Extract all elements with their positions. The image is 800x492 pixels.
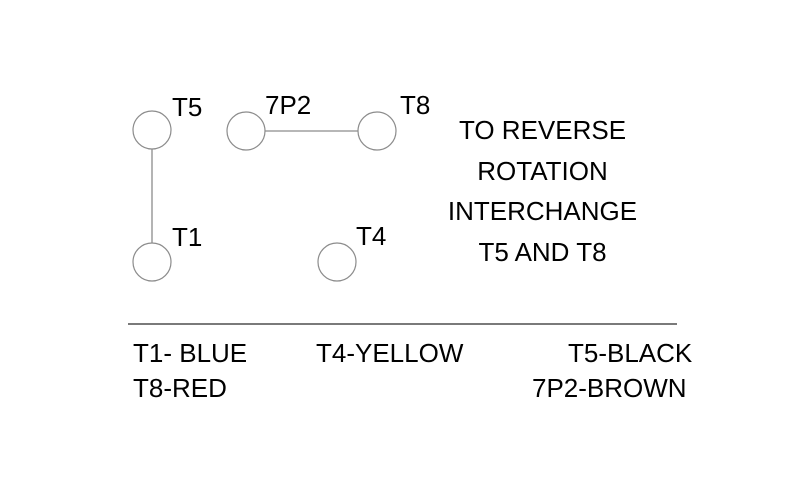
terminal-label-7p2: 7P2 (265, 90, 312, 120)
note-line-4: T5 AND T8 (478, 236, 607, 267)
legend-entry-t4-yellow: T4-YELLOW (316, 338, 464, 368)
terminal-circle-t5 (132, 110, 172, 150)
note-line-2: ROTATION (477, 155, 608, 186)
note-line-1: TO REVERSE (458, 115, 627, 145)
legend-entry-7p2-brown: 7P2-BROWN (532, 373, 687, 403)
terminal-label-t1: T1 (172, 222, 203, 252)
legend-entry-t8-red: T8-RED (133, 373, 227, 403)
legend-entry-t1-blue: T1- BLUE (133, 338, 248, 368)
terminal-label-t8: T8 (400, 90, 431, 120)
legend-divider-line (128, 323, 677, 325)
terminal-circle-t4 (317, 242, 357, 282)
terminal-label-t5: T5 (172, 92, 203, 122)
reverse-rotation-note: TO REVERSE ROTATION INTERCHANGE T5 AND T… (430, 110, 655, 272)
terminal-label-t4: T4 (356, 221, 387, 251)
terminal-circle-7p2 (226, 111, 266, 151)
terminal-circle-t8 (357, 111, 397, 151)
note-line-3: INTERCHANGE (447, 196, 638, 226)
legend-entry-t5-black: T5-BLACK (568, 338, 693, 368)
terminal-circle-t1 (132, 242, 172, 282)
